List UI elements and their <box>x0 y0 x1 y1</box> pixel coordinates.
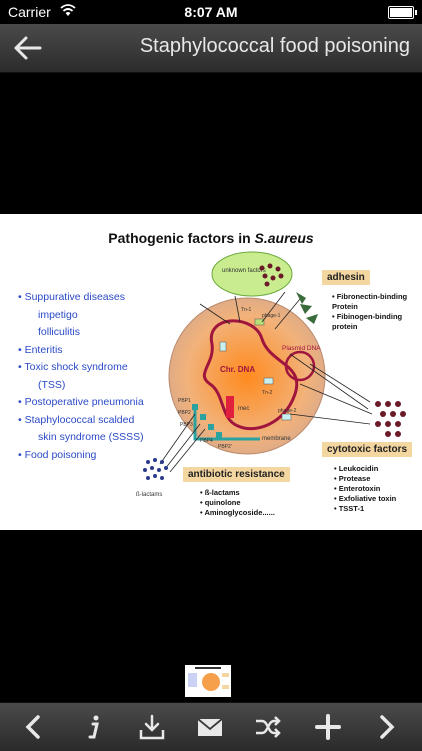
plasmid-dna <box>284 350 316 382</box>
list-item: impetigo <box>38 308 78 321</box>
svg-text:membrane: membrane <box>262 436 291 442</box>
cytotoxic-label: cytotoxic factors <box>322 442 413 457</box>
unknown-dots <box>259 263 284 287</box>
list-item: Suppurative diseases <box>18 289 144 307</box>
add-icon[interactable] <box>314 713 342 741</box>
list-item: folliculitis <box>38 326 81 338</box>
thumbnail-preview <box>185 665 231 697</box>
slide-title: Pathogenic factors in S.aureus <box>108 230 314 246</box>
wifi-icon <box>60 4 76 16</box>
svg-text:PBP1: PBP1 <box>178 398 191 404</box>
list-item: Enteritis <box>18 342 144 360</box>
svg-text:phage-1: phage-1 <box>262 313 281 319</box>
cytotoxic-list: Leukocidin Protease Enterotoxin Exfoliat… <box>334 464 397 514</box>
svg-text:PBP2: PBP2 <box>178 410 191 416</box>
antibiotic-resistance-label: antibiotic resistance <box>183 467 290 482</box>
carrier-label: Carrier <box>8 4 51 20</box>
cell-membrane <box>193 404 260 441</box>
slide-image: Pathogenic factors in S.aureus Suppurati… <box>0 214 422 530</box>
unknown-factors-blob <box>211 251 293 297</box>
prev-icon[interactable] <box>20 713 48 741</box>
adhesin-list: Fibronectin-binding Protein Fibinogen-bi… <box>332 292 418 332</box>
page-title: Staphylococcal food poisoning <box>139 35 410 57</box>
svg-text:phage-2: phage-2 <box>278 408 297 414</box>
list-item: (TSS) <box>38 378 66 391</box>
list-item: skin syndrome (SSSS) <box>38 431 144 443</box>
list-item: Toxic shock syndrome <box>18 359 144 377</box>
svg-text:PBP3: PBP3 <box>180 422 193 428</box>
chromosome-dna <box>202 319 299 431</box>
beta-lactams-label: ß-lactams <box>136 492 162 498</box>
list-item: Postoperative pneumonia <box>18 394 144 412</box>
svg-text:PBP2': PBP2' <box>218 444 232 450</box>
chr-dna-label: Chr. DNA <box>220 365 255 374</box>
bacterium-diagram: unknown factors Chr. DNA Plasmid DNA mec… <box>136 251 406 498</box>
cell-body <box>168 297 326 455</box>
shuffle-icon[interactable] <box>254 713 282 741</box>
toxin-dots <box>375 401 406 437</box>
slide-thumbnail[interactable] <box>185 665 231 697</box>
plasmid-label: Plasmid DNA <box>282 345 321 352</box>
disease-list: Suppurative diseases impetigo folliculit… <box>18 289 144 465</box>
list-item: Staphylococcal scalded <box>18 412 144 430</box>
info-icon[interactable] <box>80 713 108 741</box>
download-icon[interactable] <box>138 713 166 741</box>
mec-gene <box>226 396 234 418</box>
beta-lactam-dots <box>143 458 168 480</box>
antibiotic-list: ß-lactams quinolone Aminoglycoside...... <box>200 488 274 518</box>
svg-text:Tn-2: Tn-2 <box>262 390 273 396</box>
next-icon[interactable] <box>372 713 400 741</box>
battery-icon <box>388 6 417 19</box>
clock: 8:07 AM <box>184 4 238 20</box>
status-bar: Carrier 8:07 AM <box>0 0 422 24</box>
mail-icon[interactable] <box>196 713 224 741</box>
adhesin-spikes <box>296 292 318 324</box>
mec-label: mec <box>238 406 249 412</box>
navigation-bar: Staphylococcal food poisoning <box>0 24 422 73</box>
list-item: Food poisoning <box>18 447 144 465</box>
svg-text:PBP4: PBP4 <box>200 438 213 444</box>
svg-text:Tn-1: Tn-1 <box>241 307 252 313</box>
bottom-toolbar <box>0 702 422 751</box>
unknown-factors-label: unknown factors <box>222 268 266 274</box>
back-arrow-icon[interactable] <box>12 34 44 62</box>
adhesin-label: adhesin <box>322 270 370 285</box>
